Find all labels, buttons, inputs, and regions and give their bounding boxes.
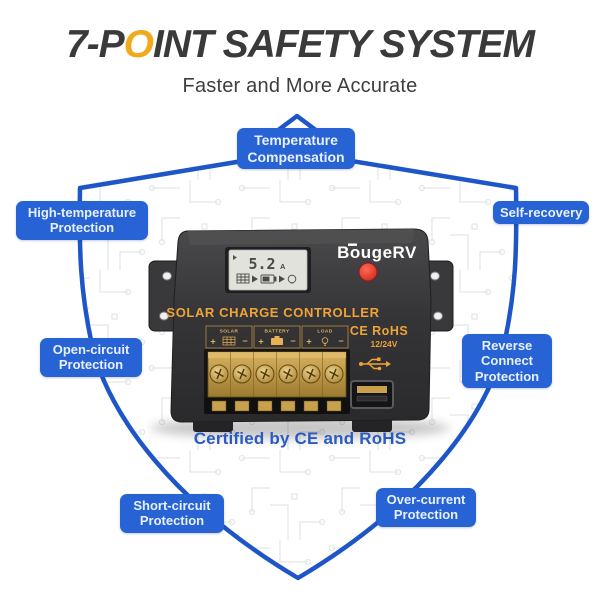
- callout-reverse-connect-protection: Reverse Connect Protection: [462, 334, 552, 388]
- title-highlight-o: O: [123, 23, 154, 66]
- page-title: 7-POINT SAFETY SYSTEM: [0, 23, 600, 67]
- terminal-contacts: [211, 400, 342, 412]
- brand-logo: BougeRV: [337, 243, 417, 262]
- ce-rohs-mark: CE RoHS: [350, 324, 408, 338]
- device-top-bevel: [188, 229, 414, 245]
- minus-sign: −: [290, 336, 295, 346]
- callout-short-circuit-protection: Short-circuit Protection: [120, 494, 224, 533]
- plus-sign: +: [210, 337, 215, 347]
- usb-icon: [359, 357, 391, 371]
- terminal-name: BATTERY: [265, 329, 290, 335]
- terminal-name: SOLAR: [220, 329, 239, 335]
- callout-self-recovery: Self-recovery: [493, 201, 590, 225]
- usb-port: [350, 380, 394, 409]
- lcd-value: 5.2: [248, 255, 275, 273]
- terminal-screws: [209, 364, 344, 384]
- certification-note: Certified by CE and RoHS: [193, 429, 407, 448]
- page-subtitle: Faster and More Accurate: [182, 74, 418, 97]
- lcd-display: 5.2 A: [225, 247, 311, 293]
- terminal-block: [204, 349, 350, 414]
- arrow-icon: [252, 275, 258, 283]
- mounting-hole: [433, 311, 443, 321]
- load-bulb-icon: [321, 337, 329, 346]
- product-label: SOLAR CHARGE CONTROLLER: [166, 305, 379, 320]
- header: 7-POINT SAFETY SYSTEM Faster and More Ac…: [0, 23, 600, 98]
- lcd-unit: A: [280, 262, 286, 271]
- battery-icon: [271, 336, 283, 345]
- lcd-marker-icon: [233, 255, 237, 260]
- load-bulb-icon: [287, 274, 297, 284]
- minus-sign: −: [242, 336, 247, 346]
- minus-sign: −: [338, 336, 343, 346]
- mounting-hole: [159, 311, 169, 321]
- callout-temperature-compensation: Temperature Compensation: [237, 128, 355, 170]
- solar-panel-icon: [236, 273, 250, 284]
- mounting-hole: [162, 271, 172, 281]
- callout-high-temperature-protection: High-temperature Protection: [16, 201, 148, 240]
- plus-sign: +: [258, 337, 263, 347]
- battery-icon: [260, 274, 277, 284]
- callout-over-current-protection: Over-current Protection: [376, 488, 476, 527]
- terminal-label-row: SOLAR BATTERY LOAD + − + − + −: [205, 325, 349, 349]
- title-post: INT SAFETY SYSTEM: [153, 23, 535, 66]
- arrow-icon: [279, 275, 285, 283]
- terminal-name: LOAD: [317, 329, 332, 335]
- svg-text:BougeRV: BougeRV: [337, 243, 417, 262]
- callout-open-circuit-protection: Open-circuit Protection: [40, 338, 142, 377]
- title-pre: 7-P: [65, 23, 125, 66]
- plus-sign: +: [306, 337, 311, 347]
- solar-panel-icon: [222, 336, 236, 346]
- voltage-label: 12/24V: [371, 339, 398, 349]
- red-indicator-button: [358, 262, 378, 282]
- mounting-hole: [430, 271, 440, 281]
- charge-controller-device: 5.2 A: [148, 228, 454, 439]
